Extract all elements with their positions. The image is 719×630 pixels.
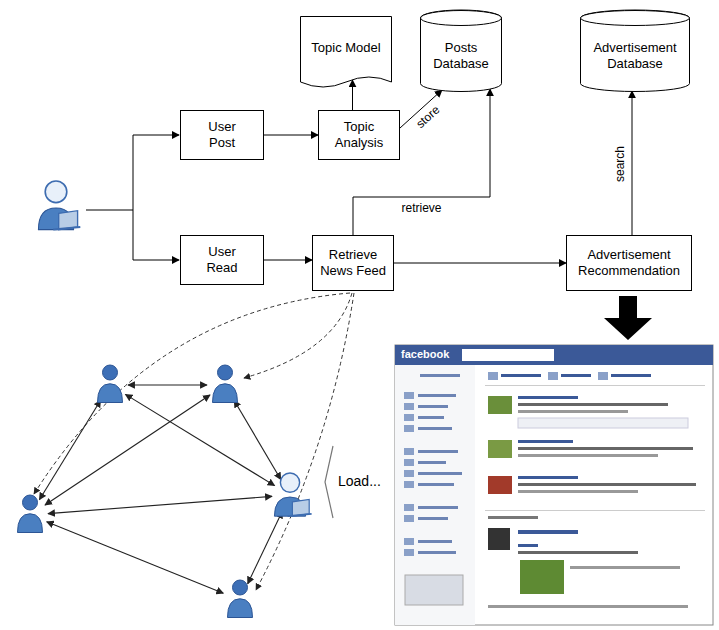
connector: [264, 260, 312, 261]
cylinder-top: [421, 11, 502, 26]
node-label: Posts Database: [424, 40, 498, 73]
person-icon: [213, 365, 238, 403]
connector: [632, 91, 633, 235]
screenshot: [395, 345, 713, 625]
network-link: [125, 394, 274, 485]
cylinder-body: [421, 10, 502, 92]
network-link: [39, 400, 100, 499]
feed: [485, 372, 705, 608]
dashed-curve: [34, 293, 350, 494]
process-box: User Read: [180, 235, 264, 285]
network-link: [45, 395, 210, 505]
user-icon: [274, 473, 311, 516]
node-label: User Read: [195, 244, 249, 277]
document-shape: Topic Model: [300, 16, 392, 92]
network-link: [248, 511, 283, 583]
annotation: Load...: [338, 473, 381, 489]
connector: [394, 263, 566, 264]
document-body: [301, 17, 392, 88]
network-link: [47, 522, 224, 593]
edge-label: retrieve: [399, 201, 443, 215]
process-box: User Post: [180, 110, 264, 160]
bracket: [325, 446, 333, 518]
screen-frame: [395, 345, 713, 625]
process-box: Topic Analysis: [318, 110, 400, 160]
branch-line: [133, 135, 134, 260]
person-icon: [18, 495, 43, 533]
node-label: Topic Analysis: [329, 119, 389, 152]
connector: [264, 135, 318, 136]
node-text-group: Posts Database: [424, 40, 498, 73]
dashed-curve: [244, 293, 352, 378]
node-text-group: Advertisement Database: [584, 40, 686, 73]
node-label: Advertisement Database: [584, 40, 686, 73]
screen-sidebar: [395, 365, 475, 625]
node-text-group: Topic Model: [311, 40, 380, 56]
node-text-group: Retrieve News Feed: [319, 247, 387, 280]
person-icon: [98, 365, 123, 403]
edge-label: search: [613, 143, 627, 183]
node-label: User Post: [195, 119, 249, 152]
branch-line: [86, 210, 133, 211]
search-box: [462, 349, 554, 361]
node-text-group: Topic Analysis: [329, 119, 389, 152]
screen-bar: [395, 345, 713, 365]
network-link: [234, 401, 281, 480]
process-box: Retrieve News Feed: [312, 235, 394, 291]
node-text-group: Advertisement Recommendation: [575, 247, 683, 280]
sidebar-photo: [405, 575, 463, 605]
network-link: [48, 496, 272, 513]
branch-arrow: [133, 260, 179, 261]
branch-arrow: [133, 135, 179, 136]
user-icon: [38, 181, 80, 230]
person-icon: [228, 580, 253, 618]
dashed-curve: [256, 293, 354, 590]
block-arrow: [604, 296, 652, 340]
node-text-group: User Post: [195, 119, 249, 152]
logo-text: facebook: [401, 348, 449, 360]
node-label: Topic Model: [311, 40, 380, 56]
node-label: Advertisement Recommendation: [575, 247, 683, 280]
node-label: Retrieve News Feed: [319, 247, 387, 280]
database-cylinder: Advertisement Database: [580, 10, 690, 92]
network-link: [128, 384, 207, 385]
process-box: Advertisement Recommendation: [566, 235, 692, 291]
connector: [352, 80, 353, 110]
edge-label: store: [412, 102, 444, 133]
database-cylinder: Posts Database: [420, 10, 502, 92]
node-text-group: User Read: [195, 244, 249, 277]
cylinder-top: [581, 11, 690, 26]
network-links: [39, 385, 282, 593]
cylinder-body: [581, 10, 690, 91]
sidebar-lines: [404, 374, 462, 556]
